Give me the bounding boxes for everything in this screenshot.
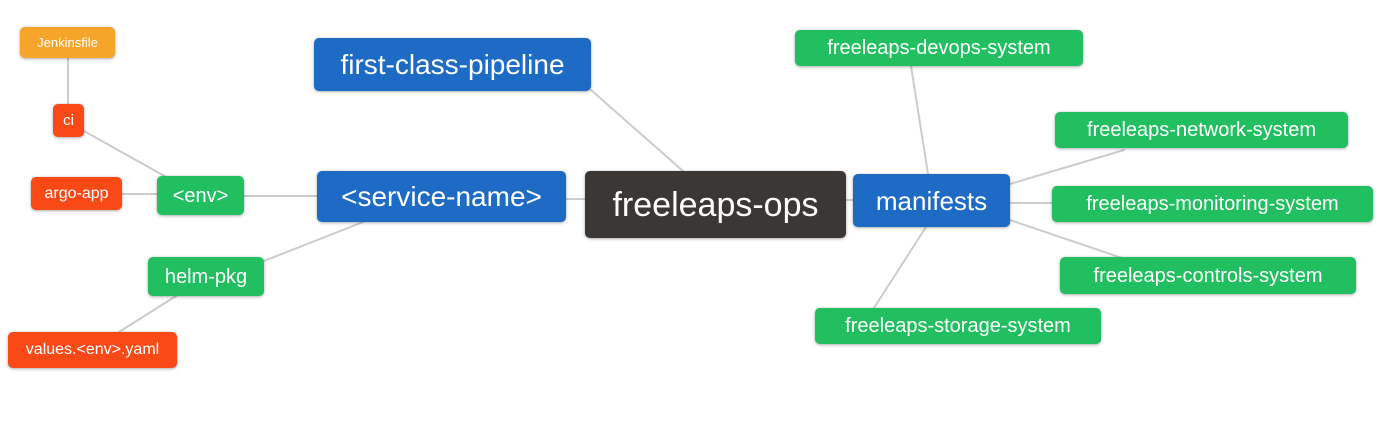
node-helm-pkg[interactable]: helm-pkg [148, 257, 264, 296]
edge-service-name-helm-pkg [263, 221, 364, 262]
node-service-name[interactable]: <service-name> [317, 171, 566, 222]
node-jenkinsfile[interactable]: Jenkinsfile [20, 27, 115, 58]
node-freeleaps-ops[interactable]: freeleaps-ops [585, 171, 846, 238]
edge-manifests-controls-system [1009, 219, 1123, 259]
node-freeleaps-monitoring-system[interactable]: freeleaps-monitoring-system [1052, 186, 1373, 222]
node-freeleaps-devops-system[interactable]: freeleaps-devops-system [795, 30, 1083, 66]
edge-manifests-network-system [1009, 149, 1125, 185]
node-freeleaps-storage-system[interactable]: freeleaps-storage-system [815, 308, 1101, 344]
node-values-env-yaml[interactable]: values.<env>.yaml [8, 332, 177, 368]
node-freeleaps-controls-system[interactable]: freeleaps-controls-system [1060, 257, 1356, 294]
edge-helm-pkg-values-env-yaml [118, 295, 177, 333]
node-first-class-pipeline[interactable]: first-class-pipeline [314, 38, 591, 91]
node-freeleaps-network-system[interactable]: freeleaps-network-system [1055, 112, 1348, 148]
edge-ci-env [83, 130, 169, 179]
node-argo-app[interactable]: argo-app [31, 177, 122, 210]
node-manifests[interactable]: manifests [853, 174, 1010, 227]
node-ci[interactable]: ci [53, 104, 84, 137]
edge-first-class-pipeline-ops [590, 89, 684, 172]
edge-manifests-storage-system [873, 226, 927, 309]
edge-manifests-devops-system [910, 65, 929, 175]
node-env[interactable]: <env> [157, 176, 244, 215]
